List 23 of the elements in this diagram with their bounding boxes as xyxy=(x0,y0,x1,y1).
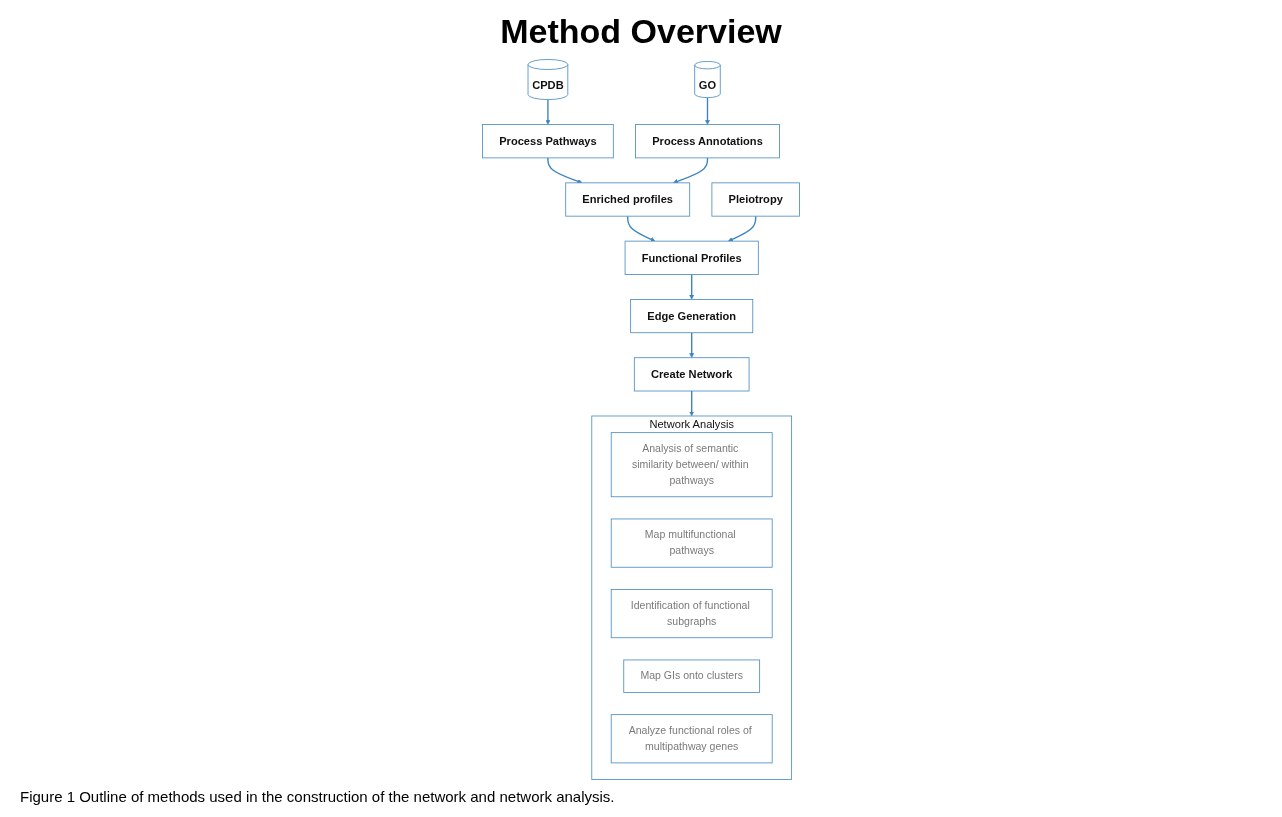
figure-caption: Figure 1 Outline of methods used in the construction of the network and network analysis. xyxy=(20,788,615,805)
node-box: Analyze functional roles of multipathway genes xyxy=(610,714,773,764)
node-box: Pleiotropy xyxy=(711,182,800,217)
node-box: Enriched profiles xyxy=(565,182,691,217)
arrow xyxy=(627,215,656,242)
node-box: Edge Generation xyxy=(630,299,754,334)
arrow xyxy=(728,215,757,242)
node-box: Map GIs onto clusters xyxy=(623,659,761,693)
arrow xyxy=(705,96,710,125)
arrow xyxy=(689,273,695,300)
arrow xyxy=(689,390,695,417)
node-box: Process Pathways xyxy=(482,124,614,159)
node-box: Map multifunctional pathways xyxy=(610,518,773,568)
node-box: Process Annotations xyxy=(635,124,780,159)
node-box: Identification of functional subgraphs xyxy=(610,589,773,639)
arrow xyxy=(547,157,583,184)
arrow xyxy=(689,332,695,358)
node-box: Analysis of semantic similarity between/ within pathways xyxy=(610,432,773,498)
node-box: Create Network xyxy=(633,357,750,392)
arrow xyxy=(545,98,551,125)
arrow xyxy=(673,157,709,184)
node-box: Functional Profiles xyxy=(624,240,759,275)
diagram-title: Method Overview xyxy=(500,12,782,51)
